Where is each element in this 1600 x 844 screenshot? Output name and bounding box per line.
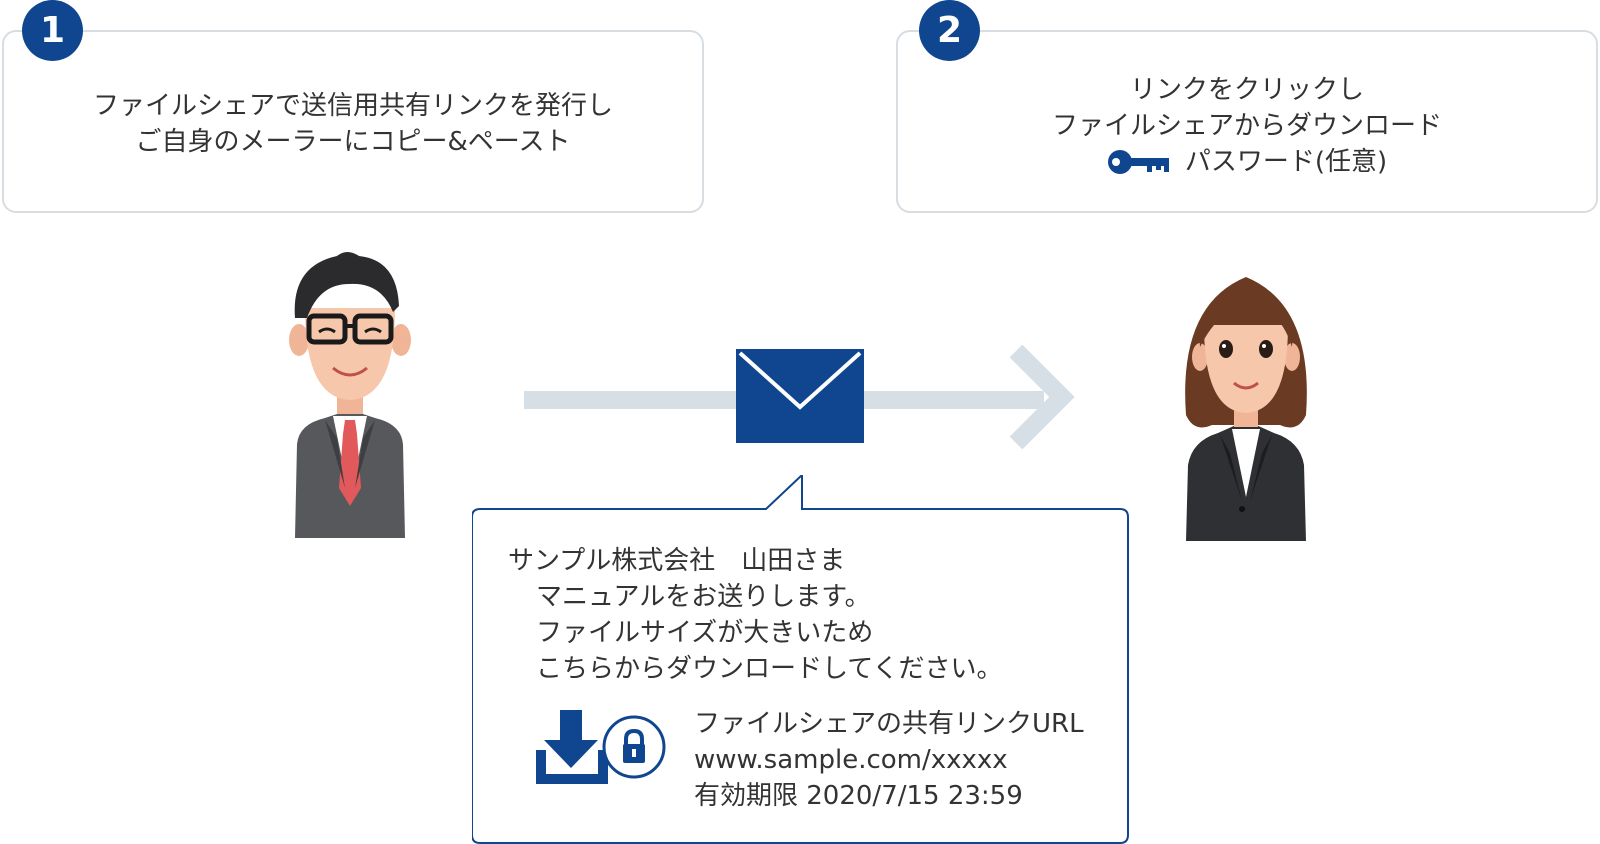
step1-line1: ファイルシェアで送信用共有リンクを発行し — [92, 91, 613, 121]
share-link-title: ファイルシェアの共有リンクURL — [694, 709, 1084, 739]
recipient-person — [1185, 277, 1307, 541]
lock-icon — [602, 715, 666, 779]
email-message: サンプル株式会社 山田さま マニュアルをお送りします。 ファイルサイズが大きいた… — [508, 543, 1002, 687]
step1-text: ファイルシェアで送信用共有リンクを発行し ご自身のメーラーにコピー&ペースト — [4, 88, 702, 160]
step2-box: リンクをクリックし ファイルシェアからダウンロード パスワード(任意) — [896, 30, 1598, 213]
share-link-url[interactable]: www.sample.com/xxxxx — [694, 745, 1008, 775]
sender-person — [289, 252, 411, 538]
email-line1: サンプル株式会社 山田さま — [508, 546, 846, 576]
email-line3: ファイルサイズが大きいため — [536, 618, 874, 648]
share-link-expiry: 有効期限 2020/7/15 23:59 — [694, 781, 1023, 811]
download-icon — [536, 710, 608, 784]
password-line: パスワード(任意) — [898, 144, 1596, 180]
step2-line1: リンクをクリックし — [1129, 75, 1364, 105]
email-line2: マニュアルをお送りします。 — [536, 582, 871, 612]
step2-text: リンクをクリックし ファイルシェアからダウンロード パスワード(任意) — [898, 72, 1596, 180]
key-icon — [1107, 150, 1169, 174]
envelope-icon — [736, 349, 864, 443]
step1-line2: ご自身のメーラーにコピー&ペースト — [135, 127, 571, 157]
share-link-info: ファイルシェアの共有リンクURL www.sample.com/xxxxx 有効… — [694, 706, 1084, 814]
step2-number-badge: 2 — [919, 0, 980, 61]
step1-number-badge: 1 — [22, 0, 83, 61]
step2-line2: ファイルシェアからダウンロード — [1051, 111, 1442, 141]
step1-box: ファイルシェアで送信用共有リンクを発行し ご自身のメーラーにコピー&ペースト — [2, 30, 704, 213]
email-line4: こちらからダウンロードしてください。 — [536, 654, 1003, 684]
password-label: パスワード(任意) — [1184, 147, 1388, 177]
